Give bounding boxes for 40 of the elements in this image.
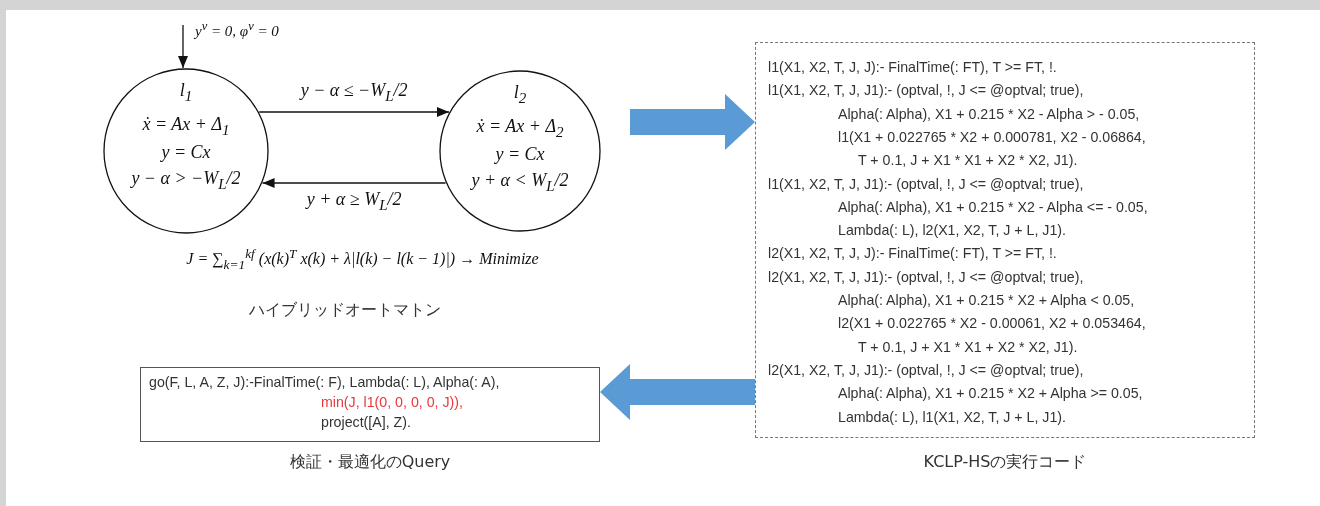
code-line: l2(X1, X2, T, J, J1):- (optval, !, J <= @optval; true), <box>768 268 1084 285</box>
figure-caption: ハイブリッドオートマトン <box>249 300 441 321</box>
code-panel <box>755 42 1255 438</box>
code-line: Alpha(: Alpha), X1 + 0.215 * X2 + Alpha < 0.05, <box>838 292 1135 308</box>
code-line: Lambda(: L), l2(X1, X2, T, J + L, J1). <box>838 222 1067 239</box>
code-line: l1(X1 + 0.022765 * X2 + 0.000781, X2 - 0.06864, <box>838 128 1146 145</box>
code-line: l2(X1, X2, T, J, J1):- (optval, !, J <= @optval; true), <box>768 361 1084 378</box>
figure-caption: 検証・最適化のQuery <box>289 452 451 473</box>
equation: y + α < W$_{L}$/2 <box>471 170 569 195</box>
code-line: l2(X1 + 0.022765 * X2 - 0.00061, X2 + 0.053464, <box>838 315 1146 332</box>
code-line: T + 0.1, J + X1 * X1 + X2 * X2, J1). <box>858 338 1078 355</box>
code-line: Alpha(: Alpha), X1 + 0.215 * X2 - Alpha <= - 0.05, <box>838 198 1148 215</box>
code-line: Alpha(: Alpha), X1 + 0.215 * X2 - Alpha > - 0.05, <box>838 105 1140 122</box>
block-arrow <box>630 94 755 150</box>
objective-formula: J = ∑$_{k=1}$$^{kf}$ (x(k)$^{T}$ x(k) + λ|l(k) − l(k − 1)|) → Minimize <box>186 246 539 273</box>
code-line: go(F, L, A, Z, J):-FinalTime(: F), Lambda(: L), Alpha(: A), <box>149 374 500 390</box>
figure-caption: KCLP-HSの実行コード <box>923 452 1087 473</box>
equation: ẋ = Ax + Δ$_{2}$ <box>476 116 564 141</box>
code-line: l2(X1, X2, T, J, J):- FinalTime(: FT), T >= FT, !. <box>768 245 1057 262</box>
code-line: Lambda(: L), l1(X1, X2, T, J + L, J1). <box>838 408 1067 425</box>
code-line: l1(X1, X2, T, J, J1):- (optval, !, J <= @optval; true), <box>768 82 1084 99</box>
arrow <box>261 178 447 188</box>
equation: y = Cx <box>161 142 211 163</box>
code-line: min(J, l1(0, 0, 0, 0, J)), <box>321 394 463 410</box>
code-line: l1(X1, X2, T, J, J):- FinalTime(: FT), T >= FT, !. <box>768 59 1057 75</box>
code-line: T + 0.1, J + X1 * X1 + X2 * X2, J1). <box>858 152 1078 169</box>
state-circle <box>103 68 269 234</box>
arrow <box>258 107 450 117</box>
state-circle <box>439 70 601 232</box>
state-label: l$_{1}$ <box>179 80 193 105</box>
arrow <box>178 24 188 69</box>
query-panel <box>140 367 600 442</box>
equation: y − α > −W$_{L}$/2 <box>131 168 241 193</box>
state-label: l$_{2}$ <box>513 82 527 107</box>
equation: ẋ = Ax + Δ$_{1}$ <box>142 114 230 139</box>
equation: y = Cx <box>495 144 545 165</box>
code-line: l1(X1, X2, T, J, J1):- (optval, !, J <= @optval; true), <box>768 175 1084 192</box>
code-line: project([A], Z). <box>321 414 411 430</box>
code-line: Alpha(: Alpha), X1 + 0.215 * X2 + Alpha >= 0.05, <box>838 385 1143 402</box>
block-arrow <box>600 364 755 420</box>
